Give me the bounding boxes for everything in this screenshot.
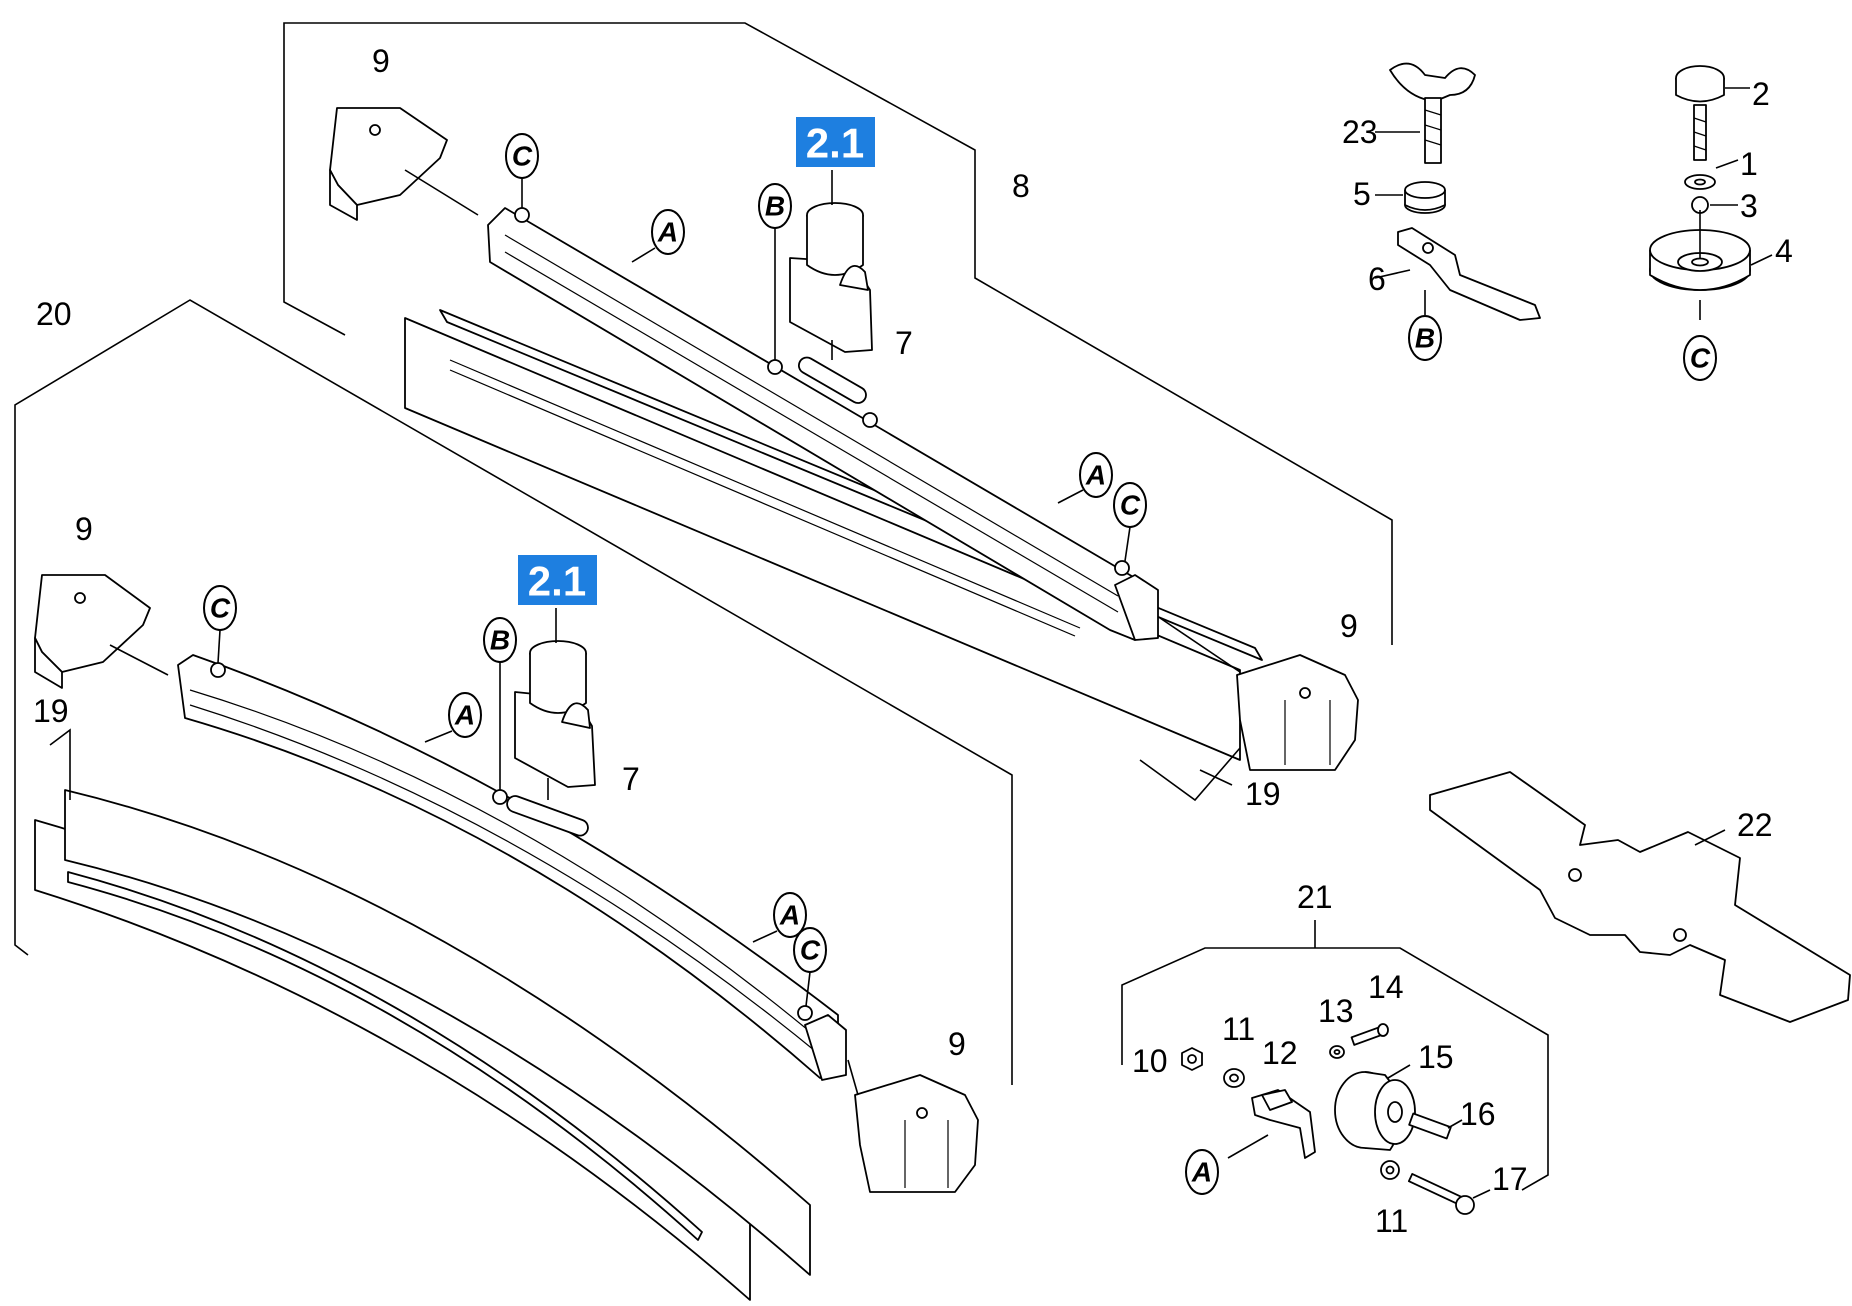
svg-text:A: A: [657, 217, 678, 248]
callout-labels: 2 1 3 4 23 5 6 8 7 7 9 9 9 9 19 19 20 21…: [33, 43, 1793, 1239]
ball-3: [1691, 196, 1738, 214]
screw-14: [1350, 1023, 1389, 1046]
callout-4: 4: [1775, 233, 1793, 269]
ref-bubble-c: C: [203, 585, 237, 664]
ref-bubble-c: C: [793, 927, 827, 1007]
ref-bubble-c: C: [1113, 482, 1147, 562]
wing-screw-23: [1375, 62, 1476, 164]
callout-23: 23: [1342, 114, 1378, 150]
washer-11-b: [1380, 1160, 1400, 1180]
washer-1: [1684, 159, 1739, 190]
holder-7-upper: [789, 170, 873, 360]
callout-20: 20: [36, 296, 72, 332]
ref-bubble-b: B: [483, 617, 517, 790]
reference-bubbles: C A B A C C A: [203, 133, 1717, 1195]
callout-14: 14: [1368, 969, 1404, 1005]
ref-bubble-c: C: [1683, 335, 1717, 381]
badge-2-1-lower: 2.1: [518, 555, 597, 605]
spacer-5: [1375, 181, 1446, 214]
nut-10: [1181, 1047, 1203, 1071]
washer-11-a: [1223, 1068, 1245, 1088]
holder-7-lower: [514, 608, 596, 800]
assembly-20-bracket: [14, 299, 1013, 1085]
callout-10: 10: [1132, 1043, 1168, 1079]
ref-bubble-b: B: [1408, 315, 1442, 361]
knob-screw-2: [1675, 65, 1750, 161]
badge-background: [518, 555, 597, 605]
guide-bar-upper: [487, 207, 1159, 641]
ref-bubble-a: A: [424, 692, 482, 743]
callout-16: 16: [1460, 1096, 1496, 1132]
callout-12: 12: [1262, 1035, 1298, 1071]
cup-4: [1649, 210, 1773, 320]
badge-2-1-upper: 2.1: [796, 117, 875, 167]
callout-15: 15: [1418, 1039, 1454, 1075]
ref-bubble-b: B: [758, 183, 792, 360]
svg-text:B: B: [765, 191, 785, 222]
end-cap-9-d: [847, 1059, 979, 1193]
washer-13: [1329, 1045, 1345, 1059]
svg-text:C: C: [1690, 343, 1711, 374]
ref-bubble-a: A: [631, 209, 685, 263]
callout-19b: 19: [33, 693, 69, 729]
callout-2: 2: [1752, 76, 1770, 112]
callout-1: 1: [1740, 146, 1758, 182]
ref-bubble-a: A: [1057, 452, 1113, 504]
svg-text:A: A: [1191, 1157, 1212, 1188]
end-cap-9-a: [329, 107, 479, 221]
svg-text:A: A: [779, 900, 800, 931]
badge-label: 2.1: [528, 558, 586, 605]
end-cap-9-c: [34, 574, 169, 689]
callout-9b: 9: [1340, 608, 1358, 644]
svg-text:C: C: [210, 593, 231, 624]
assembly-21-bracket: [1121, 920, 1549, 1191]
callout-21: 21: [1297, 879, 1333, 915]
svg-text:B: B: [490, 625, 510, 656]
svg-text:A: A: [1085, 460, 1106, 491]
screw-17: [1407, 1173, 1491, 1215]
callout-11a: 11: [1222, 1011, 1255, 1047]
callout-11b: 11: [1375, 1203, 1408, 1239]
ref-bubble-a: A: [1185, 1149, 1219, 1195]
callout-8: 8: [1012, 168, 1030, 204]
callout-7b: 7: [622, 761, 640, 797]
svg-text:C: C: [512, 141, 533, 172]
callout-9d: 9: [948, 1026, 966, 1062]
callout-3: 3: [1740, 188, 1758, 224]
guide-bar-lower: [177, 654, 847, 1081]
ref-bubble-c: C: [505, 133, 539, 208]
callout-22: 22: [1737, 807, 1773, 843]
badge-background: [796, 117, 875, 167]
roller-15: [1334, 1064, 1416, 1151]
shaft-16: [1408, 1112, 1463, 1140]
svg-text:A: A: [454, 700, 475, 731]
bracket-6: [1374, 227, 1541, 321]
ref-bubble-a: A: [752, 892, 807, 943]
callout-17: 17: [1492, 1161, 1528, 1197]
plate-22: [1429, 771, 1851, 1023]
badge-label: 2.1: [806, 120, 864, 167]
callout-13: 13: [1318, 993, 1354, 1029]
callout-9c: 9: [75, 511, 93, 547]
callout-9a: 9: [372, 43, 390, 79]
callout-7a: 7: [895, 325, 913, 361]
callout-6: 6: [1368, 261, 1386, 297]
svg-text:B: B: [1415, 323, 1435, 354]
assembly-8-bracket: [283, 22, 1393, 645]
callout-19a: 19: [1245, 776, 1281, 812]
rail-19-lower: [34, 728, 811, 1301]
svg-text:C: C: [1120, 490, 1141, 521]
callout-5: 5: [1353, 176, 1371, 212]
bracket-12: [1227, 1089, 1316, 1159]
end-cap-9-b: [1159, 617, 1359, 771]
svg-text:C: C: [800, 935, 821, 966]
